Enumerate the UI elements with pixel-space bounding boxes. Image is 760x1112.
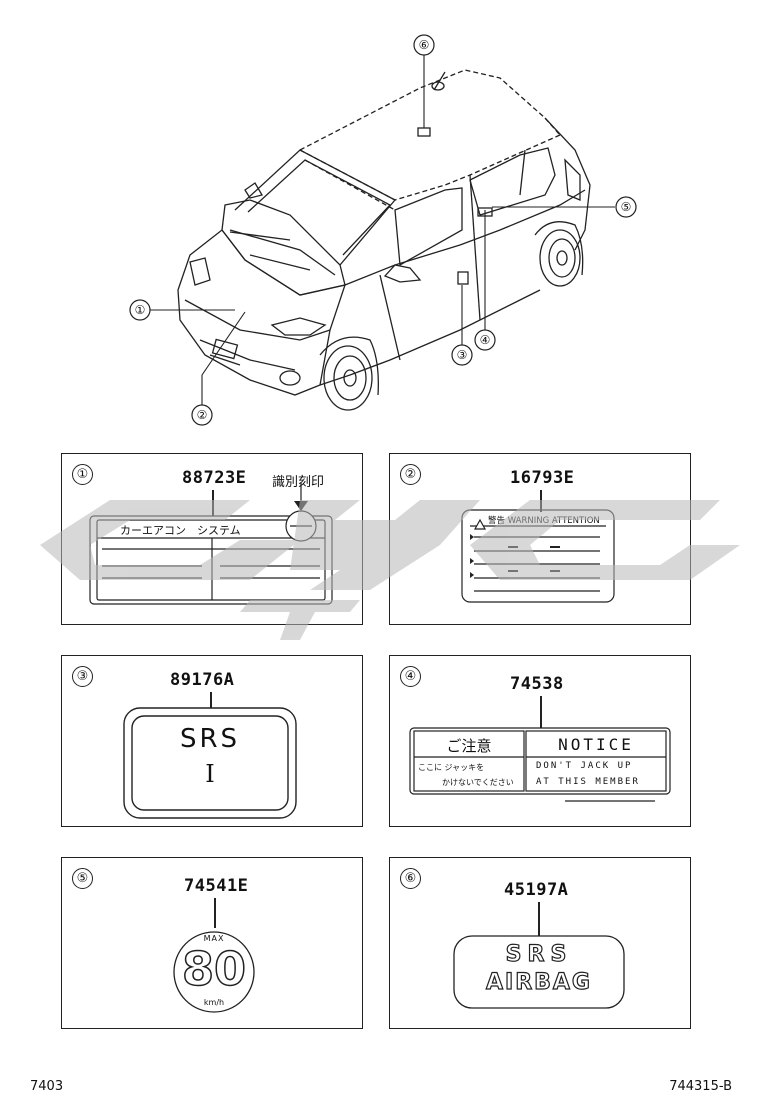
ac-system-label <box>89 482 333 605</box>
part-number: 16793E <box>510 468 575 488</box>
panel-number: ② <box>400 464 421 485</box>
footer-right-code: 744315-B <box>669 1079 732 1094</box>
panel-3: ③ 89176A SRS I <box>61 655 363 827</box>
part-number: 74538 <box>510 674 564 694</box>
speed-unit: km/h <box>203 998 225 1007</box>
panel-2: ② 16793E 警告 WARNING ATTENTION <box>389 453 691 625</box>
panel-6: ⑥ 45197A SRS AIRBAG <box>389 857 691 1029</box>
ac-label-title: カーエアコン システム <box>120 524 241 537</box>
srs-sub: I <box>205 760 215 788</box>
part-number: 88723E <box>182 468 247 488</box>
warning-header: 警告 WARNING ATTENTION <box>488 516 600 526</box>
notice-en-title: NOTICE <box>558 735 634 754</box>
notice-en-line1: DON'T JACK UP <box>536 761 633 771</box>
notice-label <box>409 727 671 802</box>
speed-value: 80 <box>181 941 247 997</box>
callout-4: ④ <box>479 333 491 347</box>
panel-number: ① <box>72 464 93 485</box>
srs-label <box>123 707 297 819</box>
panel-5: ⑤ 74541E MAX 80 km/h <box>61 857 363 1029</box>
notice-jp-line2: かけないでください <box>442 778 514 787</box>
part-number: 45197A <box>504 880 569 900</box>
panel-number: ③ <box>72 666 93 687</box>
callout-3: ③ <box>456 348 468 362</box>
speed-label <box>173 931 255 1013</box>
callout-6: ⑥ <box>418 38 430 52</box>
callout-1: ① <box>134 303 146 317</box>
panel-number: ④ <box>400 666 421 687</box>
warning-label <box>461 509 615 603</box>
speed-max: MAX <box>203 934 225 943</box>
notice-jp-line1: ここに ジャッキを <box>418 763 485 772</box>
notice-en-line2: AT THIS MEMBER <box>536 777 640 787</box>
panel-1: ① 88723E 識別刻印 カーエアコン システム <box>61 453 363 625</box>
part-number: 89176A <box>170 670 235 690</box>
callout-5: ⑤ <box>620 200 632 214</box>
part-number: 74541E <box>184 876 249 896</box>
srs-text: SRS <box>179 724 241 754</box>
footer-left-code: 7403 <box>30 1079 64 1094</box>
panel-number: ⑤ <box>72 868 93 889</box>
vehicle-illustration <box>129 34 637 426</box>
callout-2: ② <box>196 408 208 422</box>
airbag-label <box>453 935 625 1009</box>
airbag-line2: AIRBAG <box>485 969 592 995</box>
airbag-line1: SRS <box>505 941 573 967</box>
panel-number: ⑥ <box>400 868 421 889</box>
mark-label: 識別刻印 <box>272 475 325 490</box>
panel-4: ④ 74538 ご注意 ここに ジャッキを かけないでください NOTICE D… <box>389 655 691 827</box>
notice-jp-title: ご注意 <box>446 737 492 755</box>
